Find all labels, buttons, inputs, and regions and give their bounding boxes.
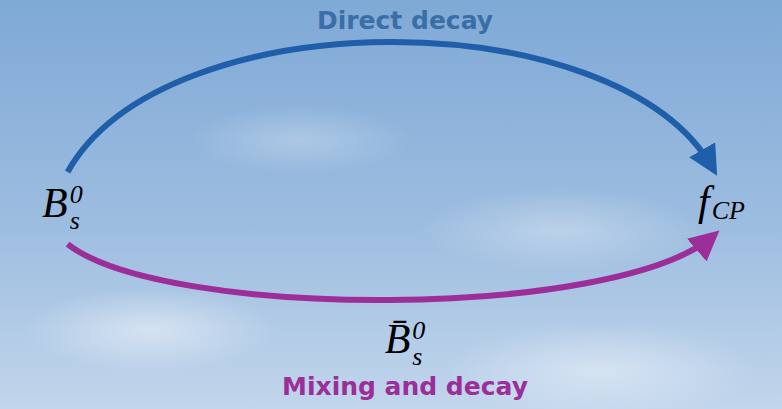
intermediate-state: B̄s0 xyxy=(385,318,426,370)
math-subscript: s xyxy=(70,208,83,234)
math-indices: CP xyxy=(712,180,745,224)
decay-arc xyxy=(68,42,713,172)
math-indices: s0 xyxy=(412,318,425,370)
path-label: Direct decay xyxy=(317,6,493,35)
meson-label: fCP xyxy=(698,180,745,224)
state-symbol: fCP xyxy=(692,176,751,228)
math-superscript: 0 xyxy=(412,318,425,344)
decay-arc xyxy=(68,236,713,300)
meson-label: Bs0 xyxy=(42,182,83,234)
state-symbol: Bs0 xyxy=(36,178,89,238)
math-indices: s0 xyxy=(70,182,83,234)
math-base: f xyxy=(698,180,710,224)
math-subscript: s xyxy=(412,344,425,370)
math-base: B̄ xyxy=(385,318,411,370)
math-subscript: CP xyxy=(712,198,745,224)
math-base: B xyxy=(42,182,68,234)
math-superscript: 0 xyxy=(70,182,83,208)
path-label: Mixing and decay xyxy=(282,372,528,401)
